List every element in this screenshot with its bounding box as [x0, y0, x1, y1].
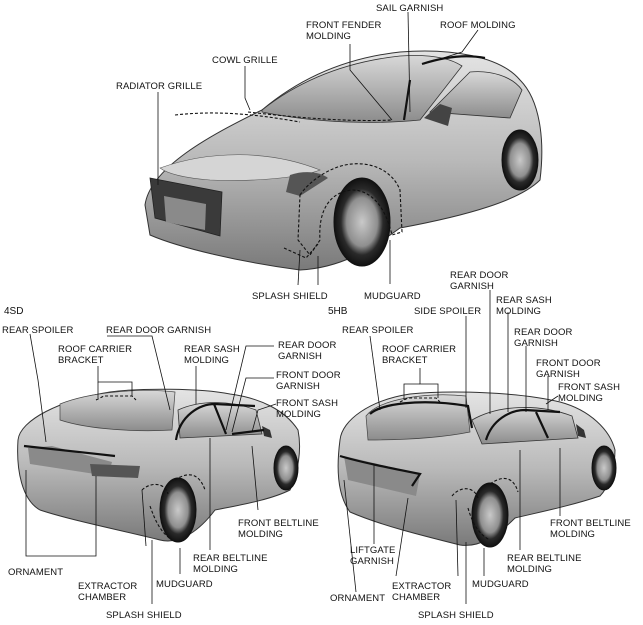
hatchback-car-illustration [337, 391, 617, 548]
sedan-label-front-sash-molding: FRONT SASH MOLDING [276, 398, 339, 420]
hatch-label-front-door-garnish: FRONT DOOR GARNISH [536, 358, 601, 380]
hatch-label-extractor-chamber: EXTRACTOR CHAMBER [392, 581, 452, 603]
section-title-4sd: 4SD [4, 306, 24, 317]
hatch-label-front-beltline-molding: FRONT BELTLINE MOLDING [550, 518, 631, 540]
section-title-5hb: 5HB [328, 306, 348, 317]
leader-lines [25, 11, 561, 604]
sedan-label-splash-shield: SPLASH SHIELD [106, 610, 182, 621]
hatch-label-side-spoiler: SIDE SPOILER [414, 306, 482, 317]
hatch-label-mudguard: MUDGUARD [472, 579, 529, 590]
hatch-label-splash-shield: SPLASH SHIELD [418, 610, 494, 621]
label-cowl-grille: COWL GRILLE [212, 55, 278, 66]
label-sail-garnish: SAIL GARNISH [376, 3, 444, 14]
label-mudguard: MUDGUARD [364, 291, 421, 302]
sedan-label-rear-beltline-molding: REAR BELTLINE MOLDING [193, 553, 268, 575]
hatch-label-rear-door-garnish: REAR DOOR GARNISH [514, 327, 573, 349]
hatch-label-liftgate-garnish: LIFTGATE GARNISH [350, 545, 396, 567]
top-car-illustration [144, 50, 543, 271]
hatch-label-roof-carrier-bracket: ROOF CARRIER BRACKET [382, 344, 457, 366]
hatch-label-rear-beltline-molding: REAR BELTLINE MOLDING [507, 553, 582, 575]
sedan-label-front-door-garnish: FRONT DOOR GARNISH [276, 370, 341, 392]
sedan-label-front-beltline-molding: FRONT BELTLINE MOLDING [238, 518, 319, 540]
sedan-label-rear-spoiler: REAR SPOILER [2, 325, 74, 336]
sedan-label-ornament: ORNAMENT [8, 567, 64, 578]
sedan-label-rear-door-garnish: REAR DOOR GARNISH [278, 340, 337, 362]
label-splash-shield: SPLASH SHIELD [252, 291, 328, 302]
hatch-label-rear-spoiler: REAR SPOILER [342, 325, 414, 336]
hatch-label-ornament: ORNAMENT [330, 593, 386, 604]
hatch-label-front-sash-molding: FRONT SASH MOLDING [558, 382, 621, 404]
label-radiator-grille: RADIATOR GRILLE [116, 81, 203, 92]
label-front-fender-molding: FRONT FENDER MOLDING [306, 20, 382, 42]
sedan-label-roof-carrier-bracket: ROOF CARRIER BRACKET [58, 344, 133, 366]
sedan-label-extractor-chamber: EXTRACTOR CHAMBER [78, 581, 138, 603]
sedan-label-rear-sash-molding: REAR SASH MOLDING [184, 344, 240, 366]
hatch-label-rear-door-garnish-top: REAR DOOR GARNISH [450, 270, 509, 292]
sedan-label-mudguard: MUDGUARD [156, 579, 213, 590]
label-roof-molding: ROOF MOLDING [440, 20, 516, 31]
hatch-label-rear-sash-molding: REAR SASH MOLDING [496, 295, 552, 317]
sedan-car-illustration [17, 388, 301, 543]
sedan-label-rear-door-garnish-top: REAR DOOR GARNISH [106, 325, 212, 336]
